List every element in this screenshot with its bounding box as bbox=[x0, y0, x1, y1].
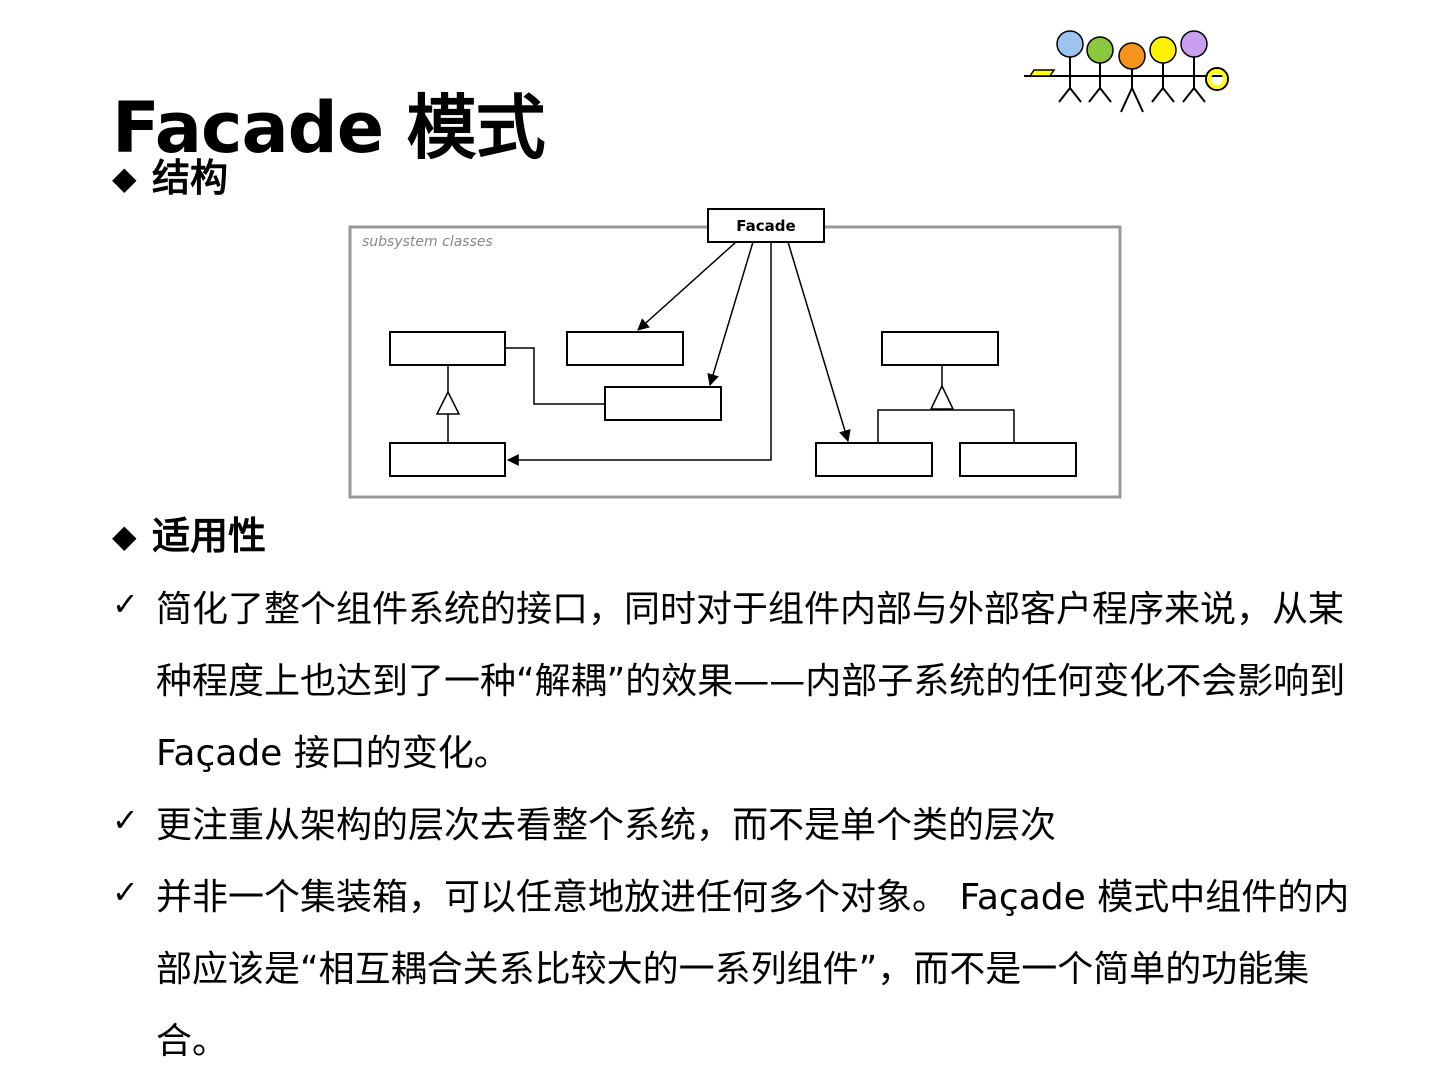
slide-title: Facade 模式 bbox=[112, 87, 546, 169]
class-box bbox=[881, 331, 999, 366]
class-box bbox=[566, 331, 684, 366]
class-box bbox=[815, 442, 933, 477]
facade-structure-diagram: subsystem classes Facade bbox=[348, 208, 1122, 499]
inheritance-triangle-icon bbox=[435, 390, 461, 415]
logo-ring-shape bbox=[1207, 69, 1227, 89]
diamond-bullet-icon: ◆ bbox=[112, 159, 137, 197]
stick-figure-icon bbox=[1149, 36, 1177, 103]
class-box bbox=[389, 331, 506, 366]
class-box bbox=[604, 386, 722, 421]
inheritance-triangle-icon bbox=[929, 384, 955, 410]
check-mark-icon: ✓ bbox=[112, 801, 139, 839]
stick-figure-icon bbox=[1086, 36, 1114, 103]
section-structure: ◆ 结构 bbox=[112, 156, 228, 200]
stick-figure-icon bbox=[1118, 42, 1146, 113]
subsystem-label: subsystem classes bbox=[362, 234, 493, 250]
list-item-text: 简化了整个组件系统的接口，同时对于组件内部与外部客户程序来说，从某种程度上也达到… bbox=[156, 589, 1346, 774]
check-mark-icon: ✓ bbox=[112, 873, 139, 911]
list-item: ✓ 并非一个集装箱，可以任意地放进任何多个对象。 Façade 模式中组件的内部… bbox=[112, 862, 1362, 1078]
facade-box bbox=[707, 208, 825, 243]
list-item-text: 并非一个集装箱，可以任意地放进任何多个对象。 Façade 模式中组件的内部应该… bbox=[156, 877, 1350, 1062]
class-box bbox=[959, 442, 1077, 477]
stick-figure-icon bbox=[1180, 30, 1208, 103]
diamond-bullet-icon: ◆ bbox=[112, 517, 137, 555]
people-logo-icon bbox=[1024, 30, 1229, 113]
stick-figure-icon bbox=[1056, 30, 1084, 103]
section-applicability-label: 适用性 bbox=[152, 514, 267, 558]
section-applicability: ◆ 适用性 bbox=[112, 514, 266, 558]
section-structure-label: 结构 bbox=[152, 156, 229, 200]
logo-flag-shape bbox=[1028, 69, 1056, 77]
list-item: ✓ 简化了整个组件系统的接口，同时对于组件内部与外部客户程序来说，从某种程度上也… bbox=[112, 574, 1362, 790]
list-item-text: 更注重从架构的层次去看整个系统，而不是单个类的层次 bbox=[156, 805, 1057, 846]
check-mark-icon: ✓ bbox=[112, 585, 139, 623]
list-item: ✓ 更注重从架构的层次去看整个系统，而不是单个类的层次 bbox=[112, 790, 1362, 862]
facade-label: Facade bbox=[736, 217, 795, 235]
class-box bbox=[389, 442, 506, 477]
